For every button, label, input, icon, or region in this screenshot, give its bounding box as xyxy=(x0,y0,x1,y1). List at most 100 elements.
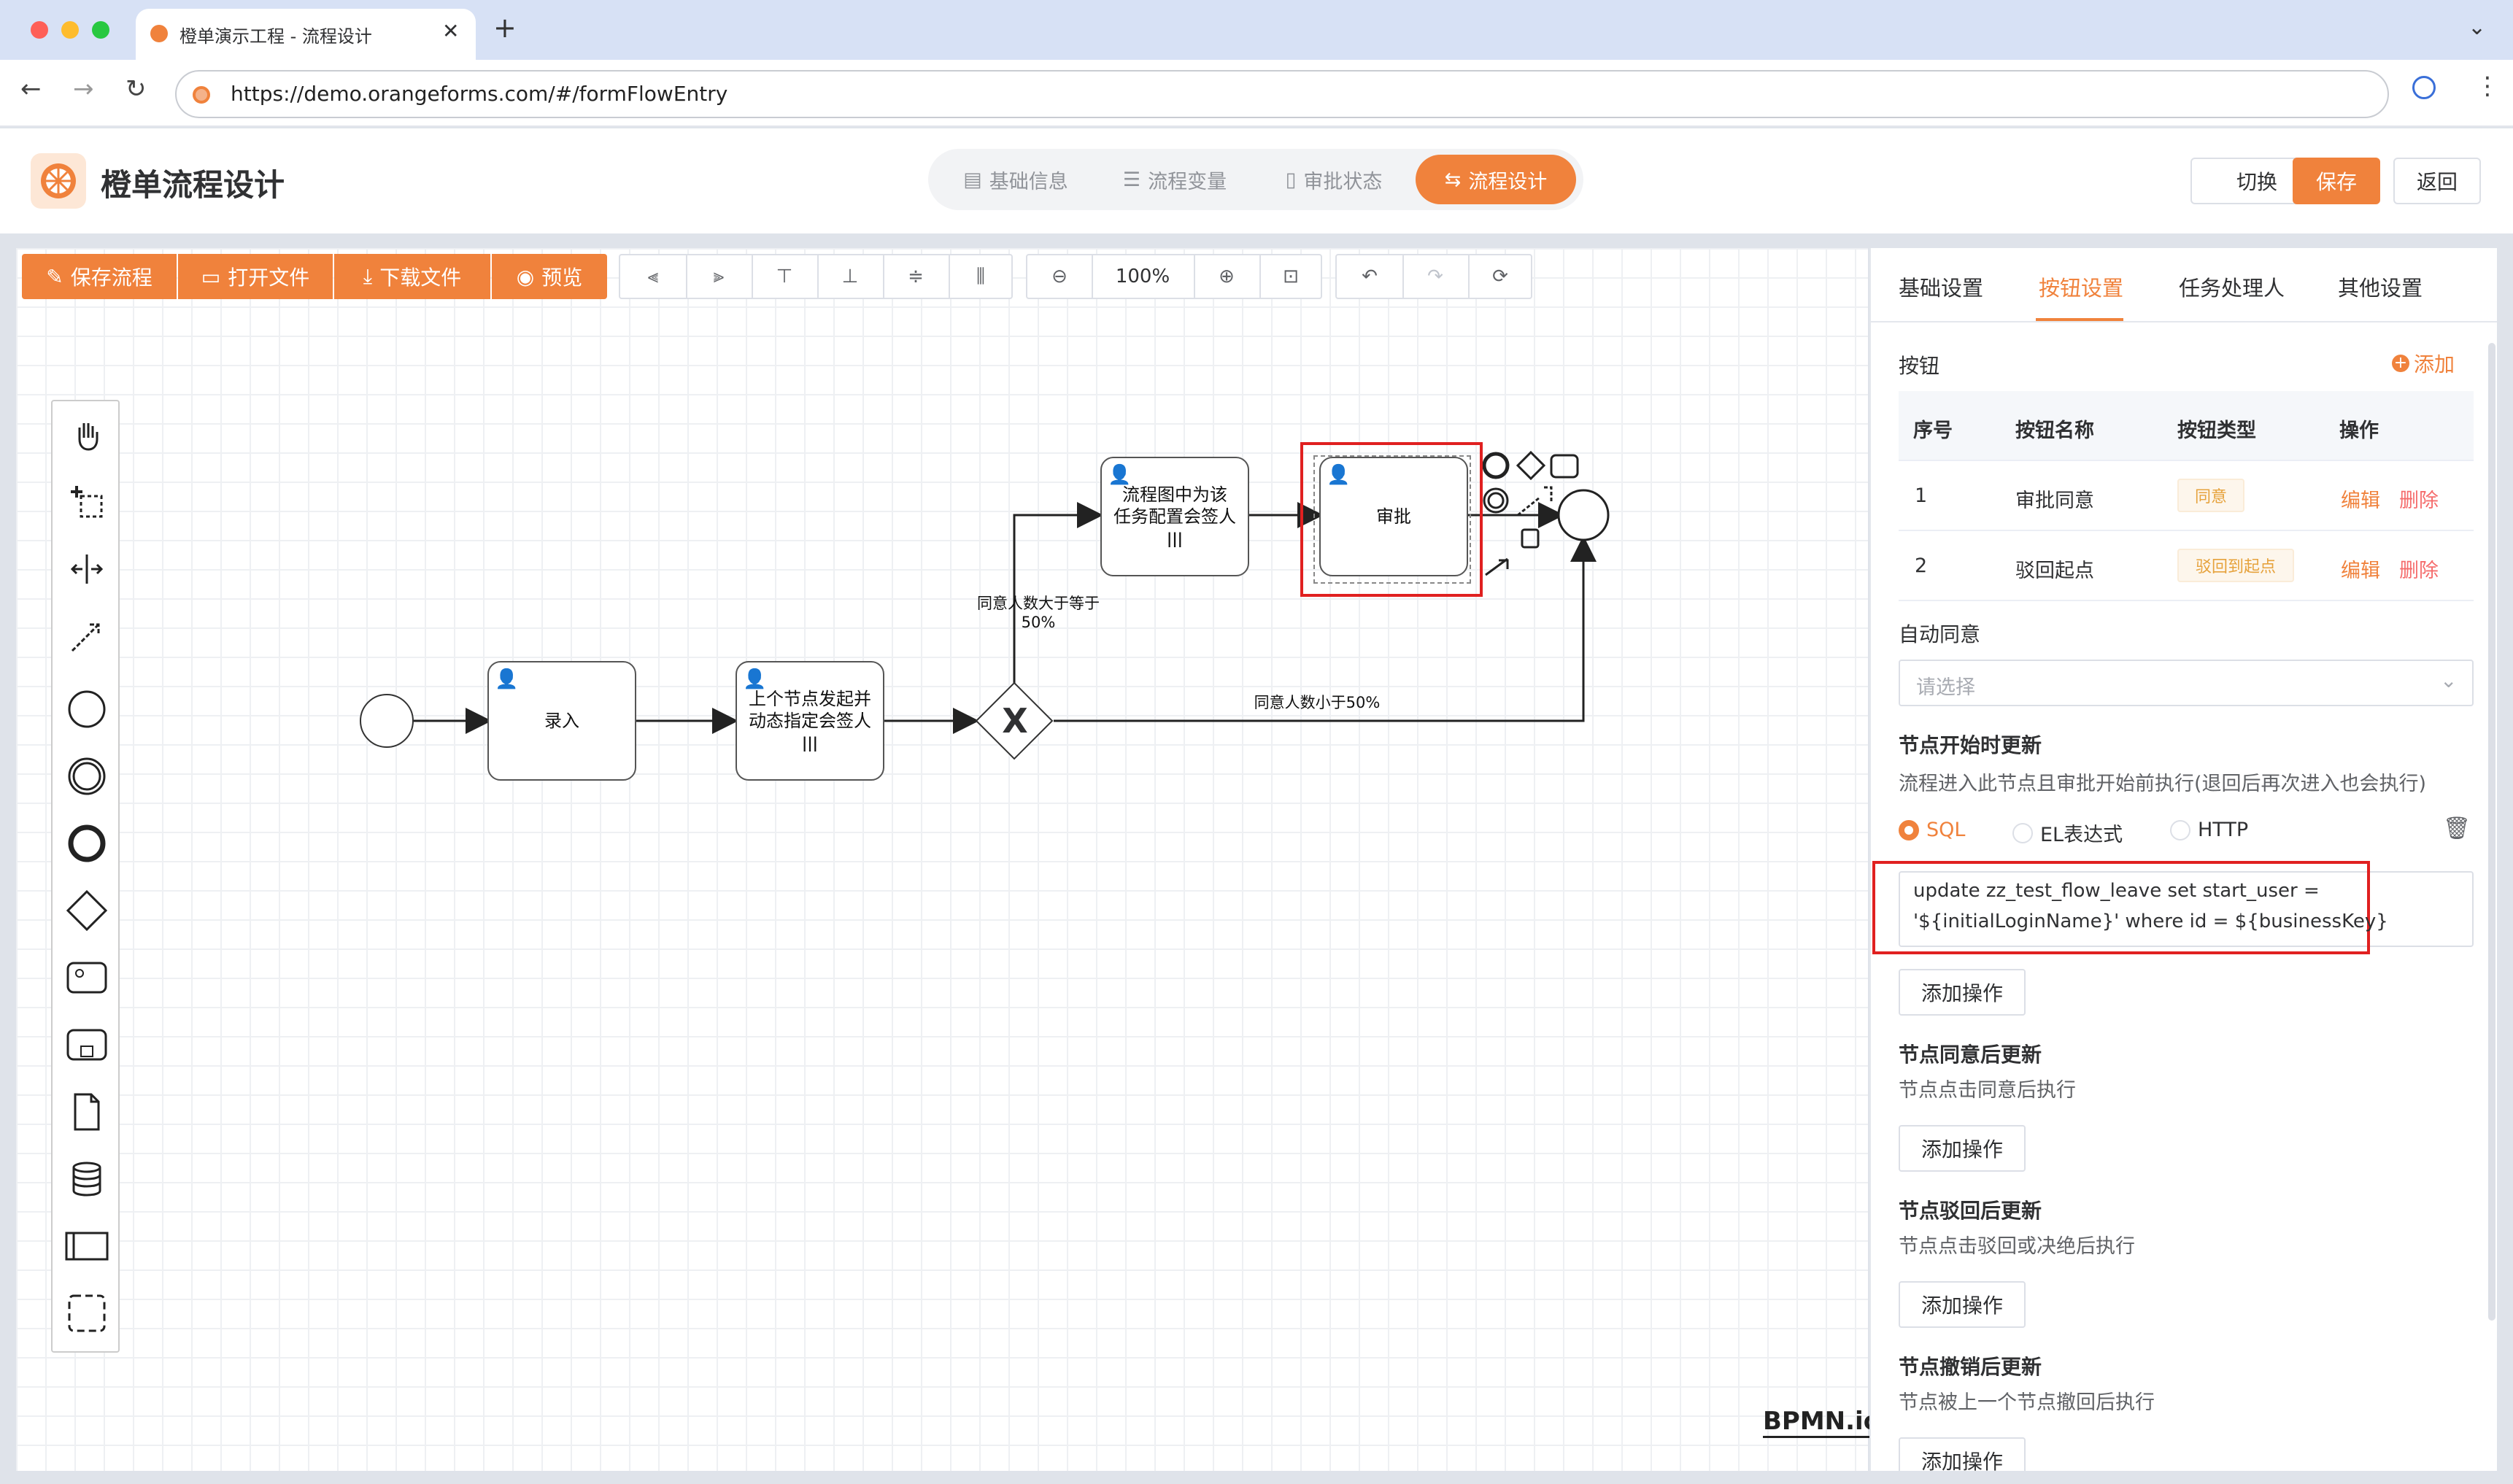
gateway-x-mark: X xyxy=(1002,701,1028,741)
intermediate-event-icon[interactable] xyxy=(65,754,109,798)
new-tab-icon[interactable]: + xyxy=(493,12,517,44)
table-header: 序号 按钮名称 按钮类型 操作 xyxy=(1899,391,2474,461)
back-button[interactable]: 返回 xyxy=(2393,158,2481,204)
zoom-out-icon[interactable]: ⊖ xyxy=(1027,255,1093,298)
start-update-title: 节点开始时更新 xyxy=(1899,733,2042,757)
bpmn-io-watermark: BPMN.io xyxy=(1763,1407,1881,1438)
align-right-icon[interactable]: ⫸ xyxy=(686,255,753,298)
add-action-button[interactable]: 添加操作 xyxy=(1899,1125,2026,1172)
task-enter[interactable]: 👤 录入 xyxy=(487,661,636,781)
save-button[interactable]: 保存 xyxy=(2293,158,2380,204)
sql-textarea[interactable] xyxy=(1899,871,2474,947)
maximize-window-button[interactable] xyxy=(92,21,109,39)
tab-flow-design[interactable]: ⇆流程设计 xyxy=(1416,155,1576,204)
table-row: 1 审批同意 同意 编辑 删除 xyxy=(1899,461,2474,531)
panel-tab-basic[interactable]: 基础设置 xyxy=(1899,276,1984,301)
chevron-down-icon[interactable]: ⌄ xyxy=(2468,15,2487,40)
selected-task-highlight xyxy=(1300,442,1483,597)
align-center-icon[interactable]: ≑ xyxy=(883,255,950,298)
back-icon[interactable]: ← xyxy=(20,74,42,104)
auto-agree-select[interactable]: 请选择 ⌄ xyxy=(1899,660,2474,706)
group-icon[interactable] xyxy=(65,1291,109,1335)
align-left-icon[interactable]: ⫷ xyxy=(620,255,687,298)
menu-icon[interactable]: ⋮ xyxy=(2475,72,2500,101)
multi-instance-marker: ||| xyxy=(1167,530,1183,547)
agree-update-title: 节点同意后更新 xyxy=(1899,1043,2042,1067)
forward-icon[interactable]: → xyxy=(73,74,94,104)
user-task-icon[interactable] xyxy=(65,956,109,1000)
panel-tab-other[interactable]: 其他设置 xyxy=(2338,276,2423,301)
preview-button[interactable]: ◉预览 xyxy=(492,254,607,299)
add-action-button[interactable]: 添加操作 xyxy=(1899,969,2026,1016)
space-tool-icon[interactable] xyxy=(65,547,109,591)
profile-icon[interactable] xyxy=(2412,76,2436,99)
tab-flow-variables[interactable]: ☰流程变量 xyxy=(1122,168,1227,193)
subprocess-icon[interactable] xyxy=(65,1023,109,1067)
favicon-icon xyxy=(150,25,168,42)
download-file-button[interactable]: ⤓下载文件 xyxy=(334,254,490,299)
align-bottom-icon[interactable]: ⊥ xyxy=(817,255,884,298)
end-event-icon[interactable] xyxy=(65,822,109,865)
bpmn-canvas[interactable] xyxy=(16,248,1868,1471)
bpmn-palette xyxy=(51,400,120,1353)
revoke-update-title: 节点撤销后更新 xyxy=(1899,1355,2042,1379)
sliders-icon: ☰ xyxy=(1122,168,1141,191)
plus-circle-icon: + xyxy=(2392,355,2409,372)
tab-basic-info[interactable]: ▤基础信息 xyxy=(963,168,1068,193)
radio-http[interactable]: HTTP xyxy=(2170,819,2248,841)
reload-icon[interactable]: ↻ xyxy=(126,74,147,104)
save-flow-button[interactable]: ✎保存流程 xyxy=(22,254,177,299)
panel-scrollbar[interactable] xyxy=(2488,343,2495,1321)
task-prev-dynamic-sign[interactable]: 👤 上个节点发起并 动态指定会签人 ||| xyxy=(736,661,884,781)
align-middle-icon[interactable]: ⫼ xyxy=(976,265,985,287)
eye-icon: ◉ xyxy=(516,264,535,289)
undo-icon[interactable]: ↶ xyxy=(1337,255,1404,298)
trash-icon[interactable]: 🗑 xyxy=(2443,816,2471,841)
reject-update-desc: 节点点击驳回或决绝后执行 xyxy=(1899,1235,2135,1258)
panel-tab-buttons[interactable]: 按钮设置 xyxy=(2039,276,2124,301)
data-store-icon[interactable] xyxy=(65,1157,109,1201)
tab-approval-status[interactable]: ▯审批状态 xyxy=(1285,168,1383,193)
buttons-section-label: 按钮 xyxy=(1899,354,1940,378)
nav-tabs: ▤基础信息 ☰流程变量 ▯审批状态 ⇆流程设计 xyxy=(928,149,1583,210)
align-top-icon[interactable]: ⊤ xyxy=(752,255,819,298)
lasso-tool-icon[interactable] xyxy=(65,480,109,524)
edit-link[interactable]: 编辑 xyxy=(2341,560,2380,582)
button-type-tag: 同意 xyxy=(2177,479,2244,512)
add-action-button[interactable]: 添加操作 xyxy=(1899,1281,2026,1328)
data-object-icon[interactable] xyxy=(65,1090,109,1134)
start-event-icon[interactable] xyxy=(65,687,109,731)
close-window-button[interactable] xyxy=(31,21,48,39)
browser-tab[interactable]: 橙单演示工程 - 流程设计 ✕ xyxy=(136,9,476,60)
connect-tool-icon[interactable] xyxy=(65,614,109,658)
edit-link[interactable]: 编辑 xyxy=(2341,490,2380,512)
sql-highlight-box xyxy=(1872,861,2370,954)
zoom-in-icon[interactable]: ⊕ xyxy=(1194,255,1261,298)
radio-el[interactable]: EL表达式 xyxy=(2012,819,2123,847)
hand-tool-icon[interactable] xyxy=(65,413,109,457)
delete-link[interactable]: 删除 xyxy=(2399,490,2439,512)
task-approve[interactable]: 👤 审批 xyxy=(1319,457,1468,576)
fit-viewport-icon[interactable]: ⊡ xyxy=(1283,266,1299,287)
redo-icon[interactable]: ↷ xyxy=(1402,255,1470,298)
close-tab-icon[interactable]: ✕ xyxy=(442,19,460,43)
user-icon: 👤 xyxy=(495,668,519,690)
open-file-button[interactable]: ▭打开文件 xyxy=(178,254,333,299)
pool-icon[interactable] xyxy=(65,1224,109,1268)
radio-sql[interactable]: SQL xyxy=(1899,819,1965,841)
reset-icon[interactable]: ⟳ xyxy=(1492,266,1508,287)
properties-panel: 基础设置 按钮设置 任务处理人 其他设置 按钮 + 添加 序号 按钮名称 按钮类… xyxy=(1869,248,2497,1471)
delete-link[interactable]: 删除 xyxy=(2399,560,2439,582)
url-field[interactable]: https://demo.orangeforms.com/#/formFlowE… xyxy=(175,70,2389,118)
task-sign-config[interactable]: 👤 流程图中为该 任务配置会签人 ||| xyxy=(1100,457,1249,576)
add-action-button[interactable]: 添加操作 xyxy=(1899,1437,2026,1471)
gateway-icon[interactable] xyxy=(65,889,109,932)
url-text: https://demo.orangeforms.com/#/formFlowE… xyxy=(231,82,728,106)
panel-tab-assignee[interactable]: 任务处理人 xyxy=(2179,276,2285,301)
minimize-window-button[interactable] xyxy=(61,21,79,39)
end-event xyxy=(1557,489,1610,541)
radio-unchecked-icon xyxy=(2012,822,2033,843)
flow-icon: ⇆ xyxy=(1444,168,1462,191)
add-button-link[interactable]: + 添加 xyxy=(2392,349,2455,378)
